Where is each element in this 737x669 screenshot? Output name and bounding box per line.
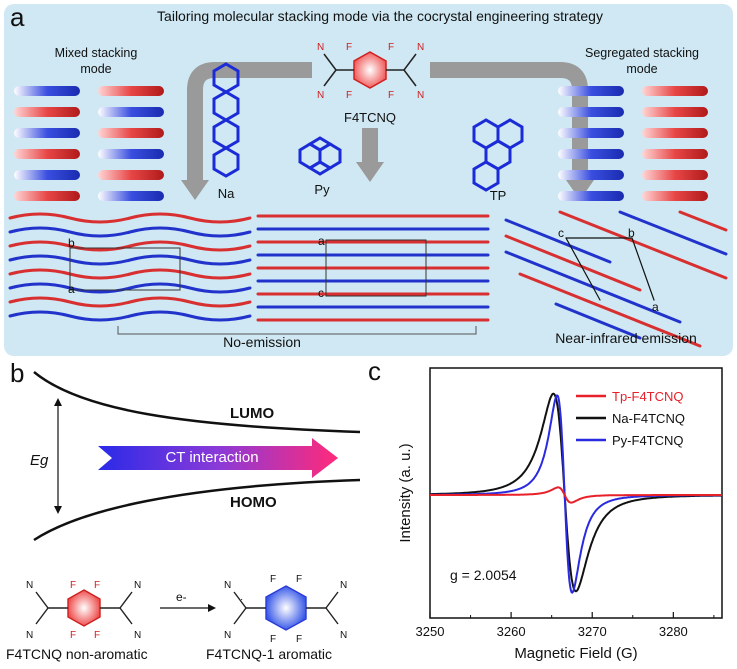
legend-label: Na-F4TCNQ [612, 411, 685, 426]
packing-left [8, 212, 252, 322]
pyrene-molecule [298, 136, 342, 176]
arrow-heads [181, 162, 594, 200]
svg-text:F: F [296, 634, 302, 645]
triphenylene-molecule [472, 118, 524, 192]
f4tcnq-molecule [323, 51, 417, 89]
svg-text:N: N [417, 42, 424, 53]
cell-axis-mid-c: c [318, 286, 324, 300]
cell-axis-right-b: b [628, 226, 635, 240]
svg-text:F: F [270, 634, 276, 645]
donor-na-label: Na [217, 186, 235, 201]
svg-text:F: F [94, 580, 100, 591]
svg-text:N: N [417, 90, 424, 101]
x-axis-label: Magnetic Field (G) [514, 645, 637, 662]
f4tcnq-label: F4TCNQ [344, 110, 396, 125]
svg-text:F: F [388, 42, 394, 53]
lumo-label: LUMO [230, 405, 275, 422]
svg-text:N: N [317, 90, 324, 101]
cell-axis-left-b: b [68, 236, 75, 250]
svg-text:F: F [94, 630, 100, 641]
no-emission-bracket [117, 326, 477, 335]
panel-a-title: Tailoring molecular stacking mode via th… [157, 8, 603, 24]
svg-text:F: F [296, 574, 302, 585]
cell-axis-mid-a: a [318, 234, 325, 248]
svg-text:N: N [317, 42, 324, 53]
svg-text:N: N [340, 630, 347, 641]
mixed-stack-bars [14, 86, 164, 201]
lumo-curve [33, 371, 361, 434]
legend-label: Py-F4TCNQ [612, 433, 684, 448]
svg-text:·: · [240, 594, 243, 605]
naphthacene-molecule [212, 62, 240, 178]
x-tick-label: 3280 [659, 624, 688, 639]
svg-text:F: F [70, 630, 76, 641]
series-na-f4tcnq [430, 392, 723, 593]
f4tcnq-atoms: F F F F N N N N [317, 42, 424, 101]
f4tcnq-neutral-molecule [35, 589, 133, 627]
svg-text:N: N [134, 580, 141, 591]
segregated-stack-bars [558, 86, 708, 201]
panel-b-label: b [10, 358, 25, 388]
svg-text:N: N [26, 580, 33, 591]
panel-c-label: c [368, 356, 381, 386]
svg-text:F: F [270, 574, 276, 585]
svg-text:F: F [346, 90, 352, 101]
svg-text:N: N [26, 630, 33, 641]
electron-label: e- [176, 590, 187, 604]
svg-text:N: N [224, 630, 231, 641]
ct-interaction-label: CT interaction [165, 449, 259, 466]
cell-axis-left-a: a [68, 282, 75, 296]
svg-text:N: N [340, 580, 347, 591]
panel-a-graphics: F F F F N N N N [8, 42, 728, 348]
nir-emission-label: Near-infrared emission [555, 330, 697, 346]
neutral-caption: F4TCNQ non-aromatic [6, 646, 148, 662]
panel-a-label: a [10, 2, 25, 32]
legend-label: Tp-F4TCNQ [612, 389, 684, 404]
panel-b-graphics: F F F F N N N N F F F F N N N N · [26, 371, 361, 645]
packing-middle [256, 214, 490, 322]
no-emission-label: No-emission [223, 334, 301, 350]
anion-caption: F4TCNQ-1 aromatic [206, 646, 333, 662]
series-tp-f4tcnq [430, 486, 722, 504]
homo-curve [33, 478, 361, 542]
segregated-mode-label-2: mode [626, 62, 658, 76]
svg-text:N: N [224, 580, 231, 591]
x-tick-label: 3270 [578, 624, 607, 639]
ct-arrow [98, 438, 338, 478]
svg-text:F: F [70, 580, 76, 591]
x-tick-label: 3250 [416, 624, 445, 639]
x-tick-label: 3260 [497, 624, 526, 639]
cell-axis-right-a: a [652, 300, 659, 314]
cell-axis-right-c: c [558, 226, 564, 240]
donor-py-label: Py [314, 182, 330, 197]
g-factor-annotation: g = 2.0054 [450, 567, 517, 583]
segregated-mode-label-1: Segregated stacking [585, 46, 699, 60]
svg-text:F: F [346, 42, 352, 53]
mixed-mode-label-2: mode [80, 62, 112, 76]
plot-frame [429, 367, 723, 619]
svg-text:N: N [134, 630, 141, 641]
svg-text:F: F [388, 90, 394, 101]
eg-label: Eg [30, 452, 49, 469]
packing-right [504, 210, 728, 348]
y-axis-label: Intensity (a. u.) [397, 443, 414, 542]
mixed-mode-label-1: Mixed stacking [54, 46, 138, 60]
homo-label: HOMO [230, 494, 277, 511]
donor-tp-label: TP [489, 188, 507, 203]
f4tcnq-anion-molecule [233, 585, 339, 631]
